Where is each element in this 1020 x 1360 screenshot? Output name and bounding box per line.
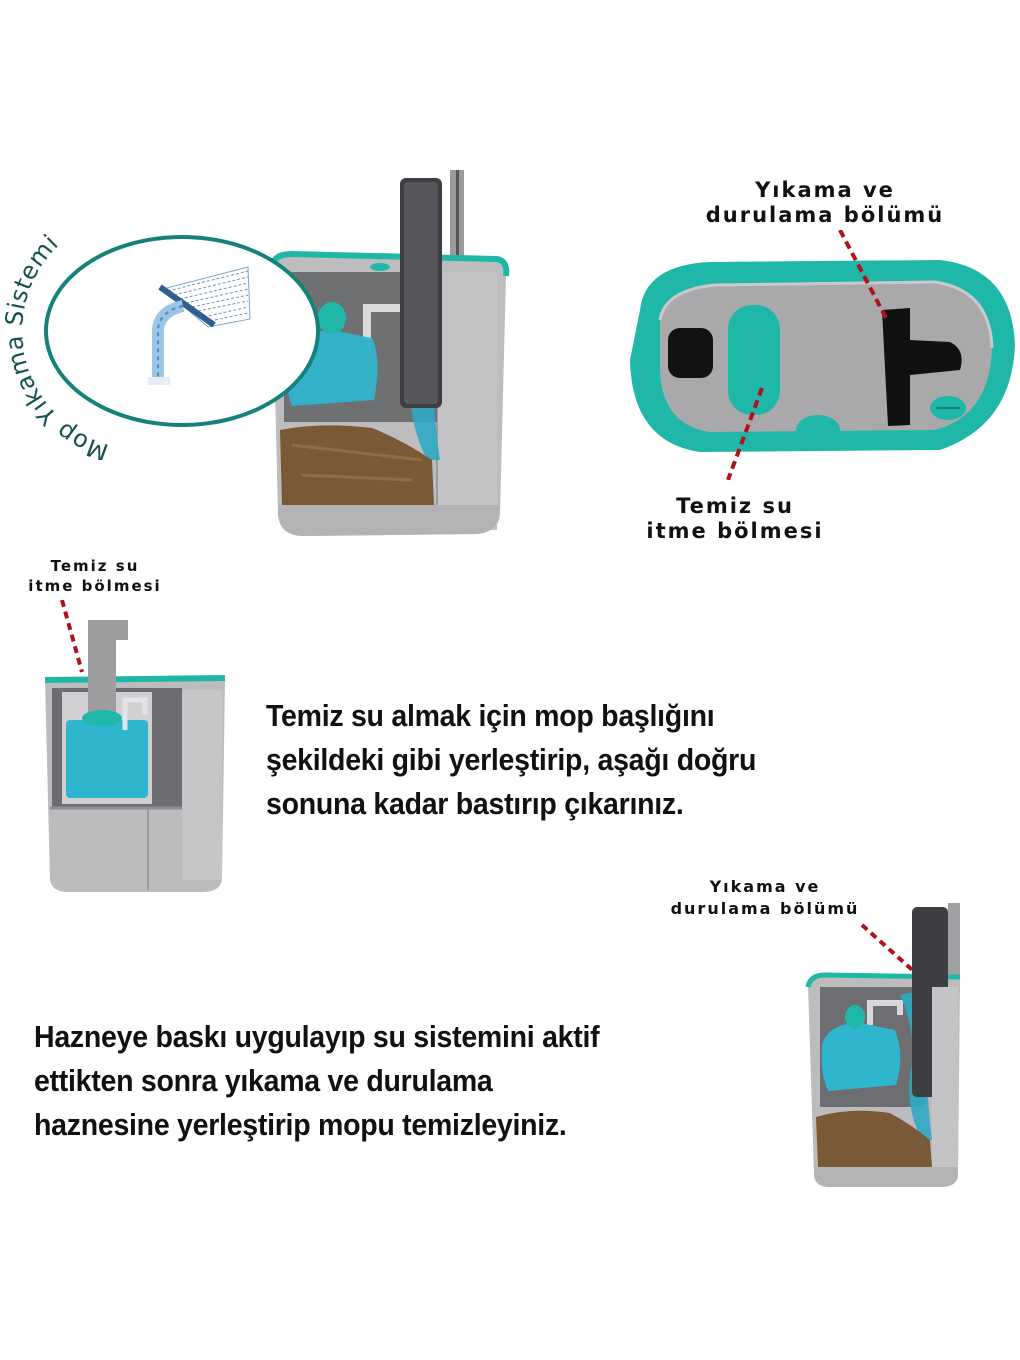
- pointer-clean-water: [726, 387, 764, 480]
- label-line-2: durulama bölümü: [670, 899, 860, 919]
- pointer-wash-rinse: [838, 230, 888, 319]
- clean-water-push-compartment-label-small: Temiz su itme bölmesi: [0, 557, 190, 596]
- instruction-line-1: Temiz su almak için mop başlığını: [266, 698, 715, 733]
- pointer-wash-rinse-step: [860, 923, 920, 977]
- bucket-wash-rinse-step-illustration: [805, 903, 961, 1187]
- label-line-1: Yıkama ve: [755, 178, 895, 202]
- wash-rinse-compartment-label: Yıkama ve durulama bölümü: [640, 178, 1010, 228]
- label-line-1: Yıkama ve: [709, 877, 821, 896]
- label-line-1: Temiz su: [676, 494, 794, 518]
- instruction-line-2: ettikten sonra yıkama ve durulama: [34, 1063, 493, 1098]
- label-line-2: durulama bölümü: [705, 203, 945, 228]
- svg-text:Mop Yıkama Sistemi: Mop Yıkama Sistemi: [0, 229, 112, 460]
- bucket-cutaway-illustration: [269, 170, 510, 536]
- instruction-step-clean-water: Temiz su almak için mop başlığını şekild…: [266, 694, 756, 826]
- pointer-clean-water-step: [60, 600, 84, 673]
- magnified-nozzle-circle: [44, 235, 320, 427]
- bucket-lid-top-view: [630, 230, 1015, 480]
- label-line-2: itme bölmesi: [646, 519, 824, 544]
- clean-water-push-compartment-label: Temiz su itme bölmesi: [600, 494, 870, 544]
- label-line-2: itme bölmesi: [28, 576, 162, 595]
- instruction-step-wash-rinse: Hazneye baskı uygulayıp su sistemini akt…: [34, 1015, 600, 1147]
- wash-rinse-compartment-label-small: Yıkama ve durulama bölümü: [620, 876, 910, 921]
- water-spray-nozzle-icon: [148, 266, 251, 385]
- mop-wash-system-caption: Mop Yıkama Sistemi: [0, 229, 112, 460]
- label-line-1: Temiz su: [50, 557, 140, 575]
- instruction-line-3: sonuna kadar bastırıp çıkarınız.: [266, 786, 684, 821]
- instruction-line-2: şekildeki gibi yerleştirip, aşağı doğru: [266, 742, 757, 777]
- bucket-clean-water-step-illustration: [44, 600, 226, 892]
- mop-wash-system-figure: Mop Yıkama Sistemi: [0, 160, 520, 550]
- instruction-line-3: haznesine yerleştirip mopu temizleyiniz.: [34, 1107, 567, 1142]
- instruction-line-1: Hazneye baskı uygulayıp su sistemini akt…: [34, 1019, 600, 1054]
